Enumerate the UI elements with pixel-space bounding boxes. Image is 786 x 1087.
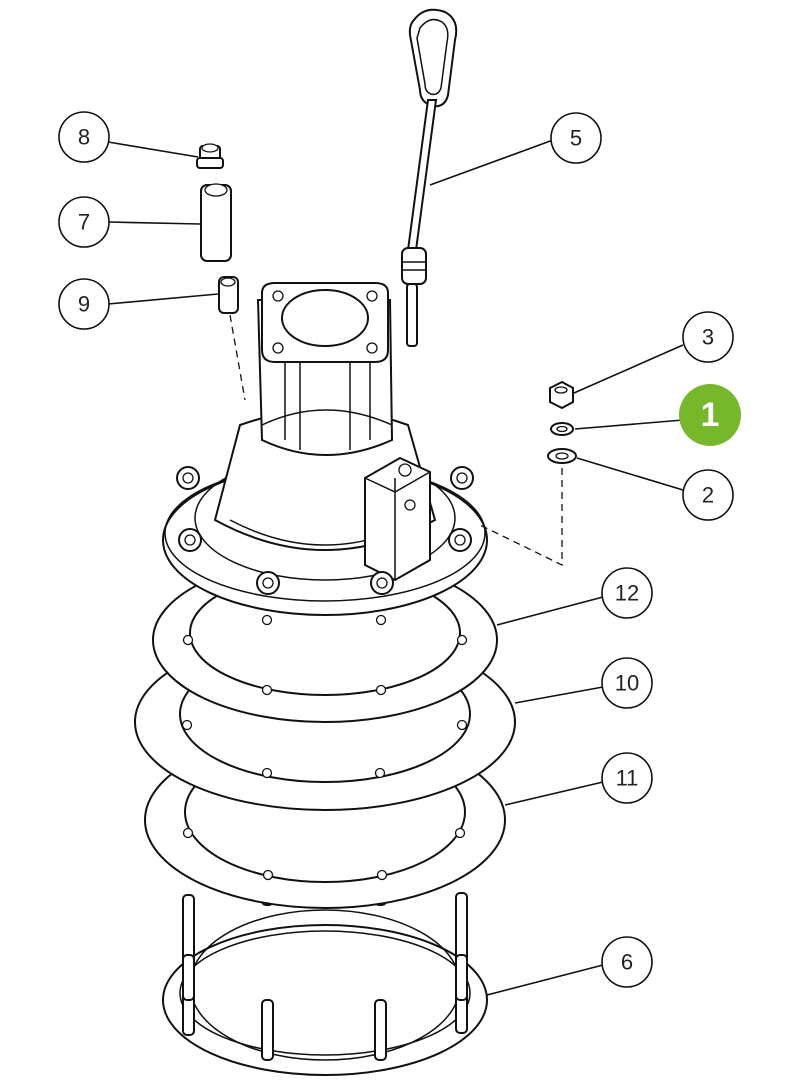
callout-9-label: 9	[78, 292, 90, 317]
main-housing	[162, 282, 488, 616]
callout-12-label: 12	[615, 581, 639, 606]
part-7-tube	[200, 183, 232, 262]
callout-12: 12	[601, 567, 653, 619]
callout-7-label: 7	[78, 210, 90, 235]
callout-7: 7	[58, 196, 110, 248]
part-9-fitting	[218, 276, 239, 314]
callout-3: 3	[682, 311, 734, 363]
callout-1-label: 1	[701, 396, 720, 434]
part-5-dipstick	[401, 8, 458, 347]
callout-9: 9	[58, 278, 110, 330]
callout-5-label: 5	[570, 126, 582, 151]
flange-bolts	[176, 466, 474, 595]
assembly-line-nut	[479, 468, 563, 567]
part-8-fitting	[196, 143, 224, 169]
callout-1-highlighted: 1	[679, 384, 741, 446]
callout-8-label: 8	[78, 125, 90, 150]
callout-2: 2	[682, 469, 734, 521]
assembly-line-fittings	[229, 314, 246, 401]
callout-10: 10	[601, 657, 653, 709]
part-2-washer	[547, 448, 577, 464]
callout-11-label: 11	[616, 766, 639, 791]
callout-8: 8	[58, 111, 110, 163]
callout-5: 5	[550, 112, 602, 164]
callout-3-label: 3	[702, 325, 714, 350]
callout-2-label: 2	[702, 483, 714, 508]
leader-lines	[107, 139, 684, 996]
part-3-nut	[549, 380, 574, 410]
callout-6: 6	[601, 936, 653, 988]
callout-10-label: 10	[615, 671, 639, 696]
callout-6-label: 6	[621, 950, 633, 975]
part-1-lock-washer	[550, 422, 574, 436]
callout-11: 11	[601, 752, 653, 804]
